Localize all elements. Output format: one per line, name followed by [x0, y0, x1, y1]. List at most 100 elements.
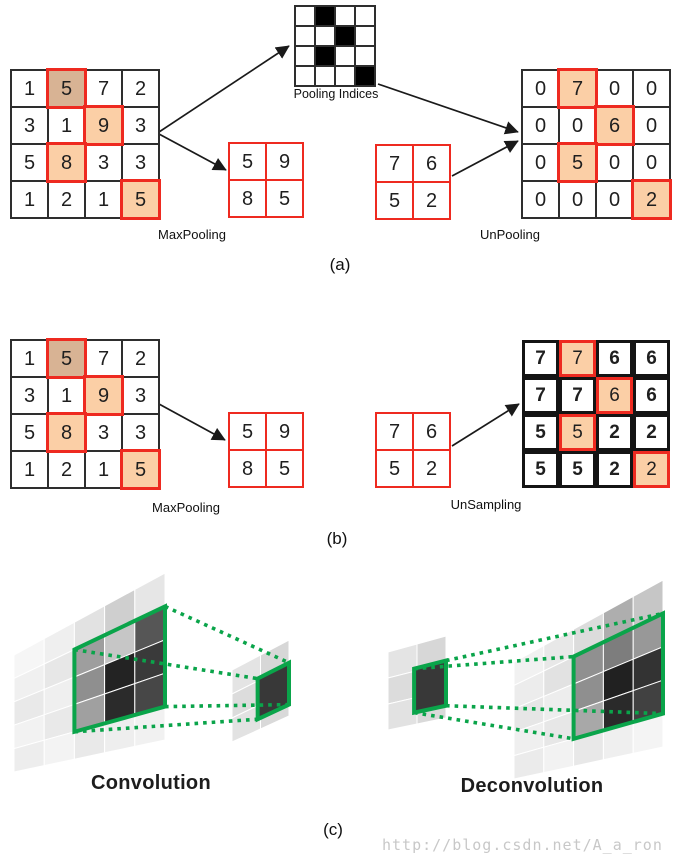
grid-cell: 7 — [86, 341, 121, 376]
grid-cell: 0 — [634, 71, 669, 106]
grid-cell-highlighted: 2 — [634, 182, 669, 217]
projection-dotted-line — [445, 611, 664, 663]
projection-dotted-line — [164, 604, 290, 665]
grid-cell-highlighted: 7 — [560, 71, 595, 106]
grid-cell-highlighted: 5 — [560, 145, 595, 180]
flow-arrow — [377, 83, 519, 135]
projection-dotted-line — [413, 654, 574, 671]
grid-cell — [336, 47, 354, 65]
grid-cell: 5 — [12, 145, 47, 180]
grid-cell — [356, 47, 374, 65]
grid-cell: 8 — [230, 451, 265, 486]
grid-cell — [316, 67, 334, 85]
grid-cell: 6 — [596, 340, 633, 377]
grid-cell: 3 — [12, 108, 47, 143]
grid-cell-highlighted: 6 — [597, 108, 632, 143]
grid-cell: 1 — [86, 452, 121, 487]
grid-cell: 2 — [49, 452, 84, 487]
grid-cell — [316, 27, 334, 45]
grid-cell: 0 — [523, 108, 558, 143]
grid-cell: 5 — [267, 451, 302, 486]
grid-cell: 1 — [49, 108, 84, 143]
grid-cell: 1 — [86, 182, 121, 217]
grid-cell: 5 — [230, 144, 265, 179]
grid-cell: 5 — [12, 415, 47, 450]
grid-cell: 2 — [414, 451, 449, 486]
flow-arrow — [451, 403, 520, 447]
grid-cell: 3 — [123, 415, 158, 450]
pooling-indices-grid — [294, 5, 376, 87]
grid-cell: 3 — [86, 145, 121, 180]
grid-cell-highlighted: 9 — [86, 378, 121, 413]
grid-cell: 1 — [49, 378, 84, 413]
convolution-label: Convolution — [91, 772, 211, 794]
panel-b-maxpooling-label: MaxPooling — [152, 500, 220, 515]
pooling-indices-label: Pooling Indices — [293, 87, 379, 101]
grid-cell: 0 — [634, 108, 669, 143]
grid-cell-index-marker — [336, 27, 354, 45]
panel-b-caption: (b) — [326, 529, 348, 548]
panel-a-unpooling-label: UnPooling — [480, 227, 540, 242]
grid-cell — [296, 7, 314, 25]
projection-dotted-line — [413, 710, 574, 741]
grid-cell: 1 — [12, 452, 47, 487]
grid-cell: 0 — [597, 145, 632, 180]
grid-cell — [296, 67, 314, 85]
grid-cell: 8 — [230, 181, 265, 216]
grid-cell: 9 — [267, 144, 302, 179]
grid-cell-index-marker — [356, 67, 374, 85]
grid-cell: 0 — [523, 71, 558, 106]
grid-cell: 5 — [377, 451, 412, 486]
grid-cell-highlighted: 5 — [49, 71, 84, 106]
grid-cell: 2 — [596, 414, 633, 451]
grid-cell: 0 — [560, 182, 595, 217]
grid-cell-highlighted: 5 — [123, 452, 158, 487]
grid-cell: 2 — [596, 451, 633, 488]
grid-cell-highlighted: 5 — [559, 414, 596, 451]
deconvolution-label: Deconvolution — [460, 775, 604, 797]
grid-cell: 1 — [12, 182, 47, 217]
grid-cell: 0 — [560, 108, 595, 143]
grid-cell: 7 — [377, 146, 412, 181]
grid-cell: 5 — [267, 181, 302, 216]
grid-cell: 0 — [634, 145, 669, 180]
grid-cell — [356, 27, 374, 45]
grid-cell: 2 — [49, 182, 84, 217]
grid-cell: 9 — [267, 414, 302, 449]
grid-cell-highlighted: 5 — [49, 341, 84, 376]
grid-cell: 3 — [86, 415, 121, 450]
grid-cell-index-marker — [316, 47, 334, 65]
grid-cell: 6 — [633, 340, 670, 377]
grid-cell: 2 — [123, 71, 158, 106]
flow-arrow — [158, 45, 290, 133]
flow-arrow — [158, 133, 227, 171]
flow-arrow — [451, 140, 519, 177]
grid-cell — [296, 27, 314, 45]
grid-cell: 6 — [414, 146, 449, 181]
grid-cell: 1 — [12, 71, 47, 106]
grid-cell: 5 — [559, 451, 596, 488]
projection-dotted-line — [164, 702, 290, 709]
flow-arrow — [158, 403, 226, 441]
grid-cell — [356, 7, 374, 25]
grid-cell: 6 — [633, 377, 670, 414]
grid-cell: 7 — [522, 377, 559, 414]
panel-a-maxpooling-label: MaxPooling — [158, 227, 226, 242]
grid-cell: 2 — [633, 414, 670, 451]
grid-cell: 7 — [86, 71, 121, 106]
grid-cell-highlighted: 8 — [49, 145, 84, 180]
grid-cell: 7 — [522, 340, 559, 377]
panel-c-caption: (c) — [323, 820, 343, 839]
grid-cell: 1 — [12, 341, 47, 376]
watermark-url: http://blog.csdn.net/A_a_ron — [382, 836, 663, 854]
grid-cell: 0 — [523, 145, 558, 180]
grid-cell-highlighted: 5 — [123, 182, 158, 217]
grid-cell: 3 — [12, 378, 47, 413]
